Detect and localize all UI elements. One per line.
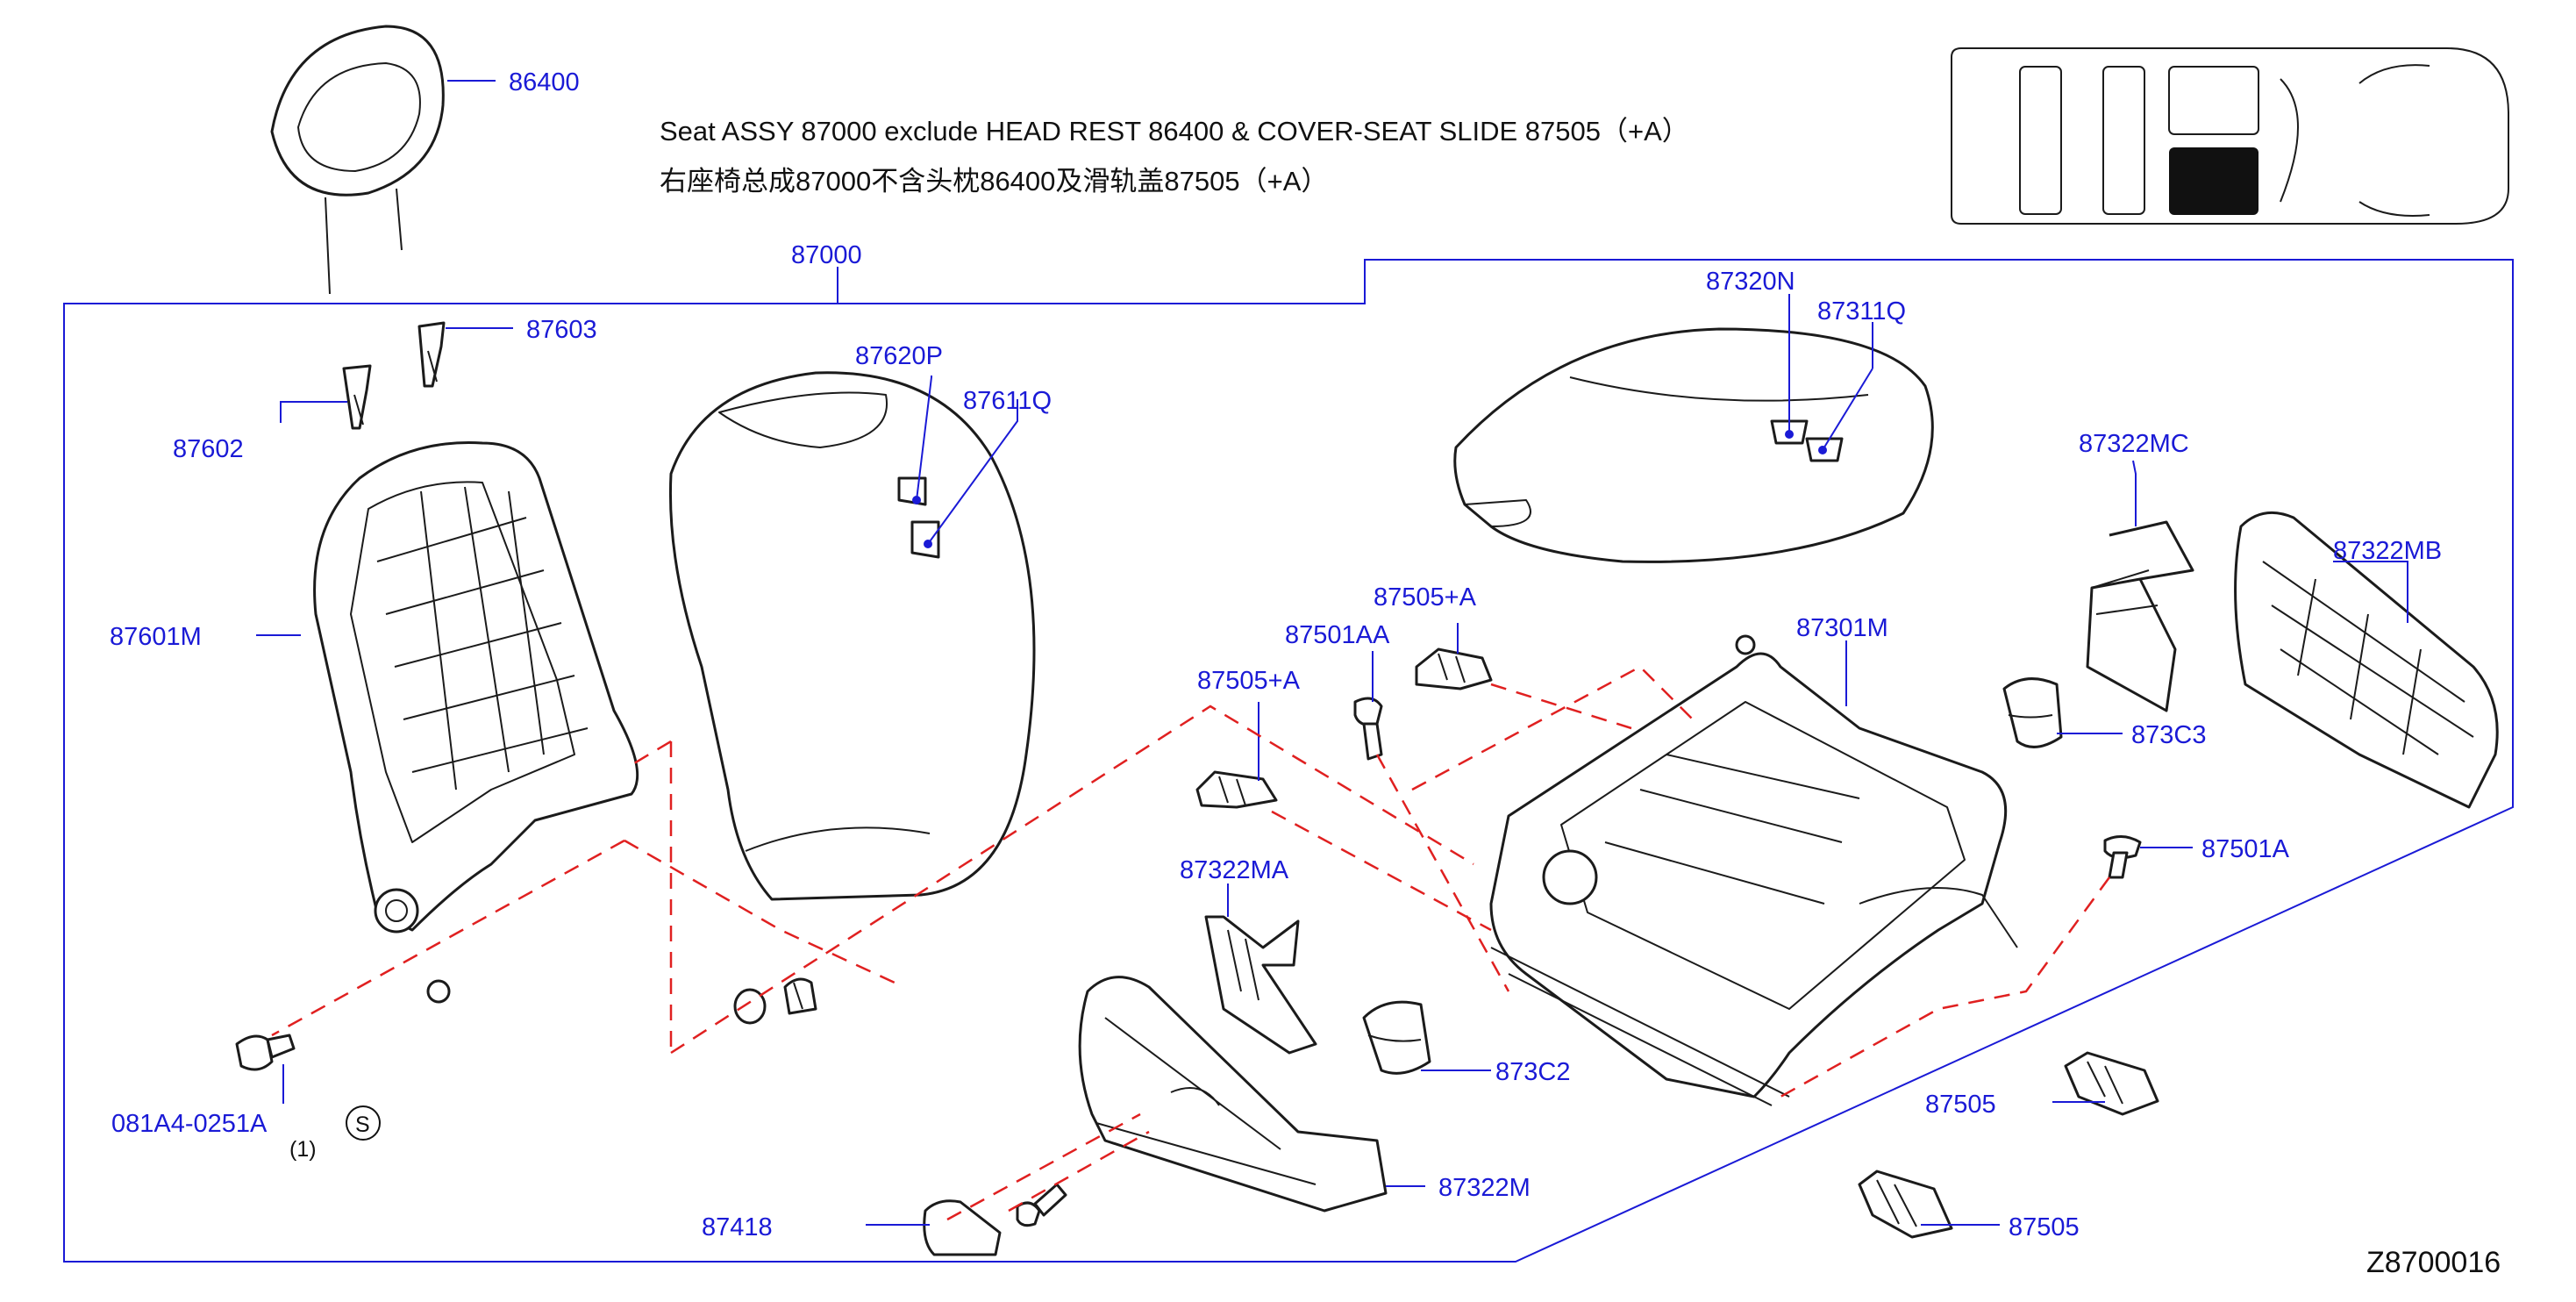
label-87601M: 87601M: [110, 623, 202, 651]
label-87505A-upper: 87505+A: [1374, 583, 1477, 612]
label-87301M: 87301M: [1796, 614, 1888, 642]
slide-cover-87505A-lower: [1195, 770, 1278, 809]
outer-finisher-87322MB: [2234, 511, 2499, 809]
inner-finisher-87322MC: [2086, 520, 2194, 712]
clip-87602: [342, 364, 372, 430]
label-87602: 87602: [173, 435, 244, 463]
cover-873C2: [1362, 1000, 1431, 1075]
label-87505A-lower: 87505+A: [1197, 667, 1301, 695]
clip-87603: [417, 321, 446, 388]
vehicle-locator-icon: [1951, 47, 2509, 225]
s-mark-icon: [346, 1105, 381, 1141]
side-finisher-87322M: [1078, 976, 1388, 1213]
highlighted-seat-icon: [2169, 147, 2258, 215]
label-87311Q: 87311Q: [1817, 297, 1906, 326]
label-87611Q: 87611Q: [963, 387, 1052, 415]
slide-cover-87505A-upper: [1415, 647, 1493, 690]
label-87620P: 87620P: [855, 342, 943, 370]
label-87603: 87603: [526, 316, 597, 344]
label-87320N: 87320N: [1706, 268, 1795, 296]
bolt-small: [1016, 1183, 1067, 1227]
label-87505-a: 87505: [1925, 1091, 1996, 1119]
title-english: Seat ASSY 87000 exclude HEAD REST 86400 …: [660, 116, 1689, 147]
label-87501A: 87501A: [2201, 835, 2290, 863]
label-87322MC: 87322MC: [2079, 430, 2189, 458]
cover-873C3: [2002, 677, 2063, 748]
label-87000: 87000: [791, 241, 862, 269]
diagram-code: Z8700016: [2366, 1246, 2501, 1279]
label-87322MA: 87322MA: [1180, 856, 1289, 884]
dashed-assembly-lines: [271, 665, 2111, 1221]
spacer-bolt: [733, 977, 817, 1025]
cushion-frame-87301M: [1489, 634, 2018, 1106]
title-chinese: 右座椅总成87000不含头枕86400及滑轨盖87505（+A）: [660, 166, 1328, 197]
label-873C2: 873C2: [1495, 1058, 1570, 1086]
label-873C3: 873C3: [2131, 721, 2206, 749]
label-86400: 86400: [509, 68, 580, 97]
quantity-note: (1): [289, 1137, 317, 1162]
head-rest-86400: [270, 25, 445, 295]
label-87501AA: 87501AA: [1285, 621, 1390, 649]
slide-cover-87505-b: [1858, 1170, 1953, 1239]
seat-cushion-87320N: [1453, 327, 1934, 563]
label-87322M: 87322M: [1438, 1174, 1531, 1202]
assembly-87000-boundary: [63, 259, 2514, 1263]
label-87505-b: 87505: [2009, 1213, 2080, 1241]
slide-cover-87505-a: [2064, 1051, 2159, 1116]
label-87418: 87418: [702, 1213, 773, 1241]
label-081A4-0251A: 081A4-0251A: [111, 1110, 268, 1138]
seat-back-frame-87601M: [313, 441, 639, 1004]
bolt-87501AA: [1353, 697, 1383, 761]
finisher-87322MA: [1204, 915, 1317, 1055]
bolt-87501A: [2103, 835, 2142, 879]
seat-back-pad: [668, 371, 1036, 901]
knob-87418: [923, 1199, 1002, 1256]
s-mark-letter: S: [355, 1112, 370, 1137]
label-87322MB: 87322MB: [2333, 537, 2442, 565]
bolt-081A4-0251A: [235, 1034, 296, 1071]
